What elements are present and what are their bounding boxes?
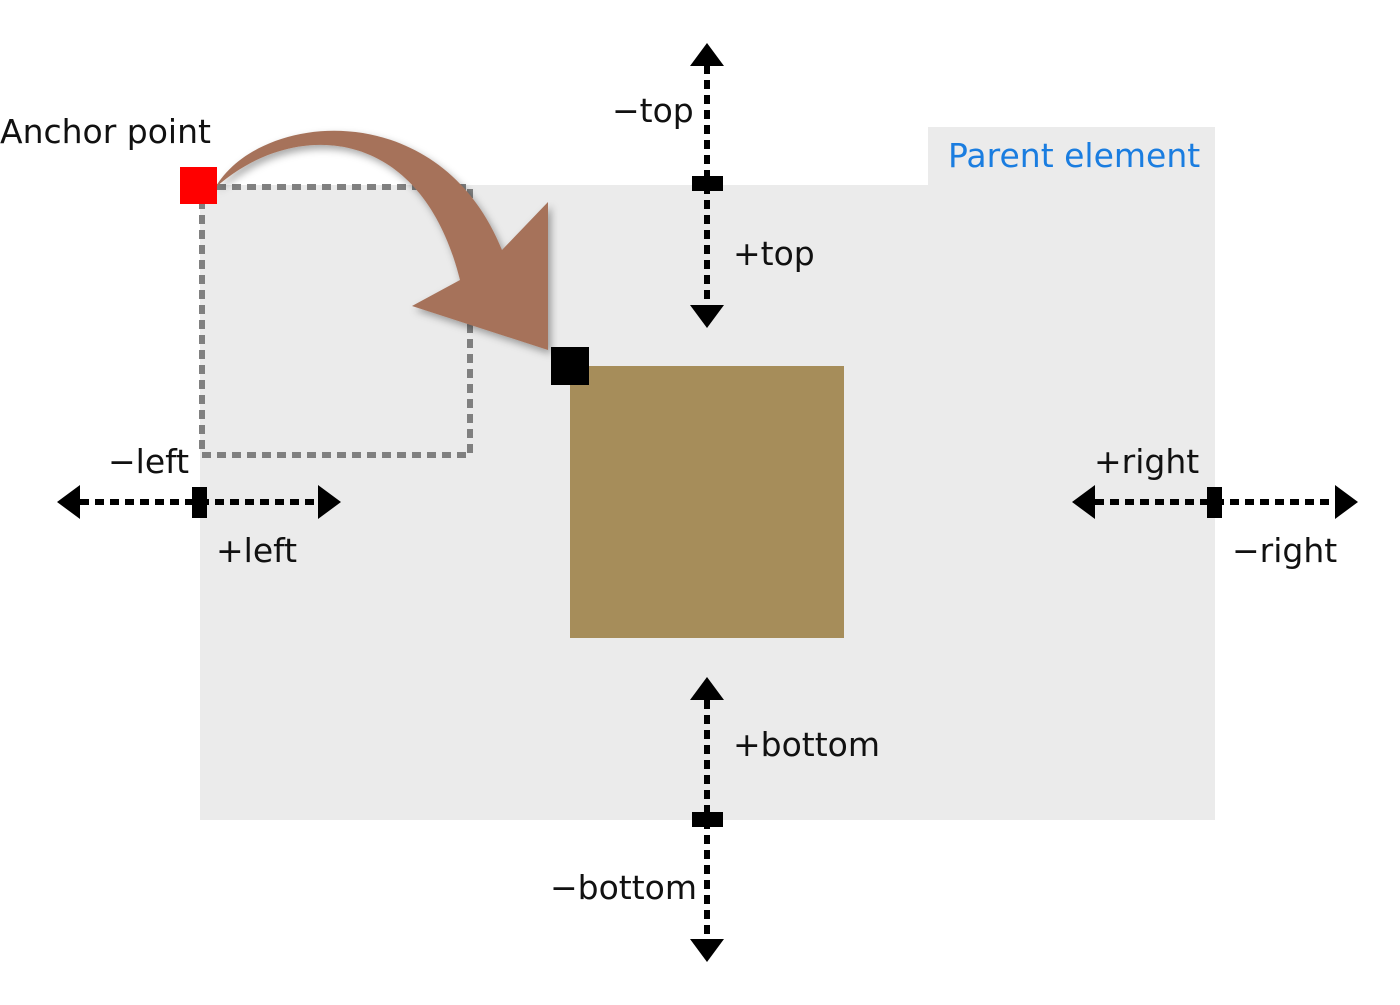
- minus-top-label: −top: [612, 91, 694, 130]
- parent-element-label: Parent element: [948, 136, 1201, 175]
- child-element-box: [570, 366, 844, 638]
- original-position-outline: [199, 184, 473, 458]
- anchor-point-label: Anchor point: [0, 112, 211, 151]
- left-axis-arrow: [57, 485, 341, 519]
- plus-top-label: +top: [733, 234, 815, 273]
- minus-right-label: −right: [1232, 531, 1338, 570]
- plus-left-label: +left: [216, 531, 298, 570]
- plus-right-label: +right: [1094, 442, 1200, 481]
- top-axis-arrow: [690, 43, 724, 328]
- minus-bottom-label: −bottom: [550, 868, 698, 907]
- anchor-point-marker: [180, 167, 217, 204]
- right-axis-arrow: [1072, 485, 1358, 519]
- minus-left-label: −left: [108, 442, 190, 481]
- bottom-axis-arrow: [690, 677, 724, 962]
- child-corner-marker: [551, 347, 589, 385]
- curved-move-arrow: [215, 130, 548, 350]
- parent-element-label-tab: [928, 127, 1215, 185]
- plus-bottom-label: +bottom: [733, 725, 881, 764]
